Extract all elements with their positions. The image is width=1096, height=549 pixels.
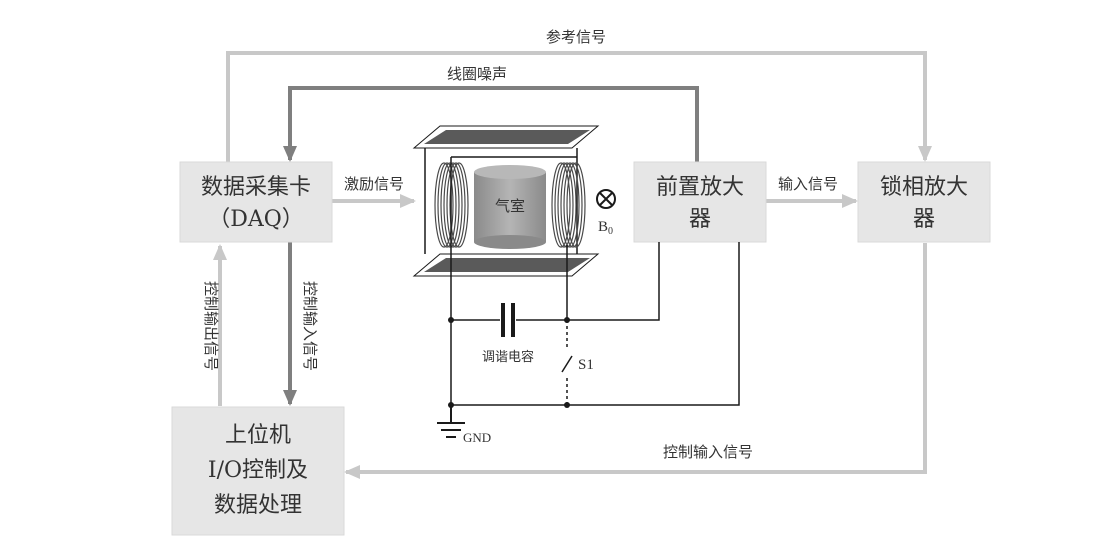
preamp-block: 前置放大 器 [633,161,767,243]
daq-label-line1: 数据采集卡 [201,175,311,200]
pc-block: 上位机 I/O控制及 数据处理 [171,406,345,536]
tuning-capacitor [501,303,515,337]
top-plate-inner [424,130,590,144]
bottom-plate-inner [424,258,590,272]
pc-label-line1: 上位机 [225,423,291,448]
control-input-left-label: 控制输入信号 [301,281,319,371]
junction-dots [448,317,570,408]
ground-label: GND [463,430,491,445]
control-output-label: 控制输出信号 [202,281,220,371]
b0-field-icon [596,189,616,209]
switch-s1 [561,320,573,405]
daq-label-line2: （DAQ） [208,207,304,232]
control-input-bottom-arrow [344,243,927,479]
right-coil [551,162,586,248]
coil-noise-label: 线圈噪声 [447,65,507,83]
circuit-wires [450,157,740,406]
input-signal-label: 输入信号 [778,175,838,193]
coil-frame-wire [424,148,578,254]
excitation-signal-label: 激励信号 [344,175,404,193]
lockin-block: 锁相放大 器 [857,161,991,243]
lockin-label-line2: 器 [913,207,935,232]
coil-noise-arrow [283,86,699,162]
daq-block: 数据采集卡 （DAQ） [179,161,333,243]
preamp-label-line1: 前置放大 [656,175,744,200]
pc-label-line2: I/O控制及 [208,458,308,483]
preamp-label-line2: 器 [689,207,711,232]
lockin-label-line1: 锁相放大 [880,175,968,200]
cell-label: 气室 [495,197,525,215]
b0-label: B0 [598,219,613,237]
capacitor-label: 调谐电容 [482,349,534,365]
ground-icon [437,405,465,438]
control-input-bottom-label: 控制输入信号 [663,443,753,461]
reference-signal-label: 参考信号 [546,28,606,46]
left-coil [434,162,469,248]
vapor-cell: 气室 [474,165,546,249]
reference-signal-arrow [226,51,932,162]
pc-label-line3: 数据处理 [214,493,302,518]
switch-label: S1 [578,357,594,373]
